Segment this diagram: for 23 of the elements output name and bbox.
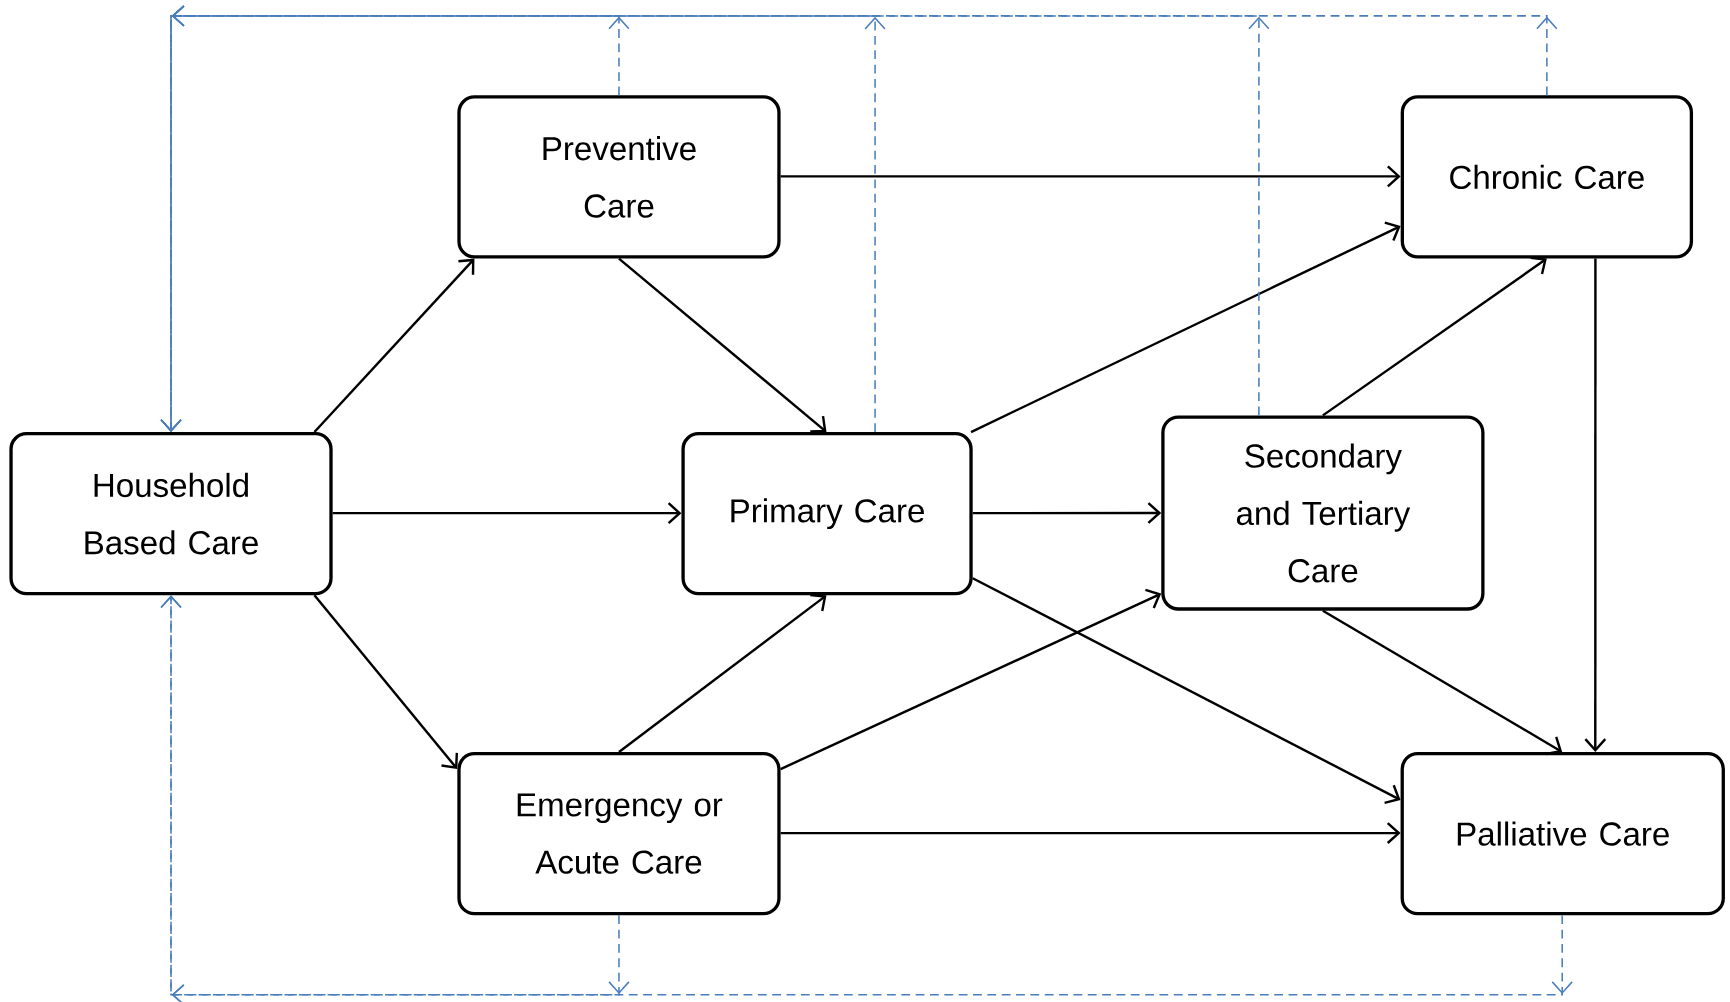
arrow — [970, 221, 1401, 434]
process-box: Household Based Care — [9, 432, 333, 596]
arrow — [780, 588, 1162, 771]
arrow — [618, 594, 827, 754]
arrow — [780, 822, 1401, 845]
arrow — [972, 502, 1162, 524]
process-box: Palliative Care — [1400, 752, 1725, 916]
process-box: Chronic Care — [1400, 95, 1694, 259]
process-box: Preventive Care — [457, 95, 781, 259]
process-box: Emergency or Acute Care — [457, 752, 781, 916]
feedback-arrow — [160, 595, 1573, 1002]
arrow — [1322, 256, 1547, 417]
process-box: Primary Care — [681, 432, 973, 596]
arrow — [1584, 258, 1607, 753]
arrow — [780, 165, 1401, 188]
process-box: Secondary and Tertiary Care — [1161, 415, 1485, 611]
arrow — [1322, 609, 1563, 756]
feedback-arrow — [160, 5, 1558, 433]
arrow — [313, 594, 459, 770]
arrow — [332, 502, 682, 525]
arrow — [313, 258, 475, 433]
arrow — [618, 257, 827, 433]
arrow — [972, 577, 1401, 805]
